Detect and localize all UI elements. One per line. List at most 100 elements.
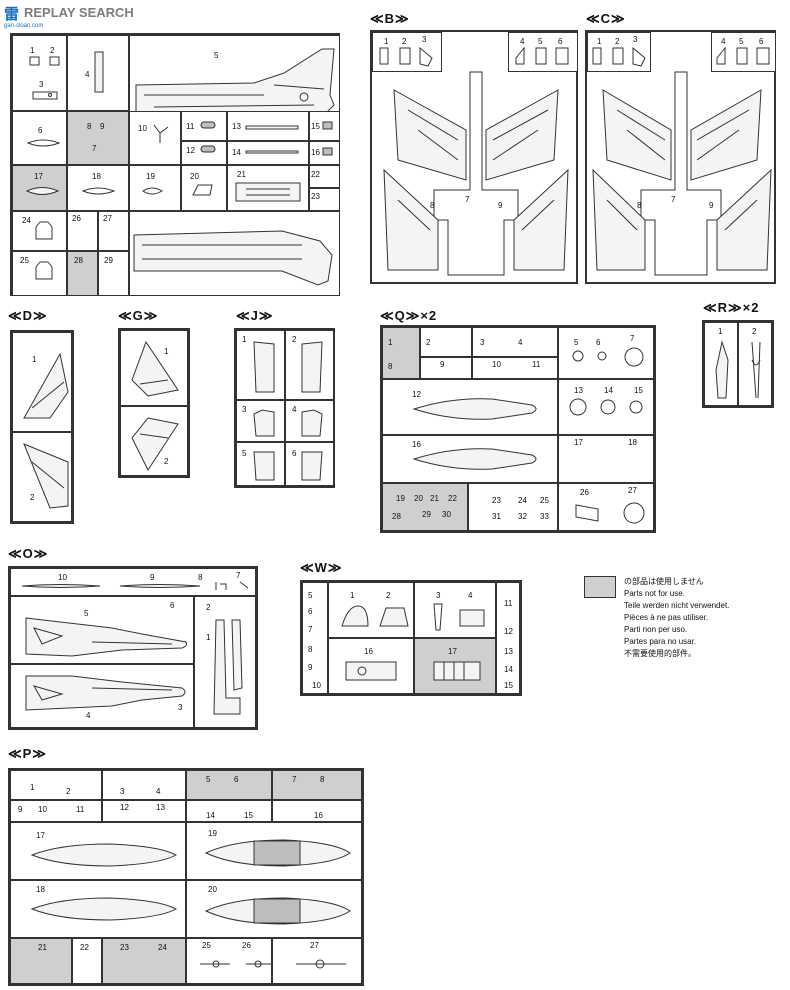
part-number: 7: [236, 571, 241, 580]
part-number: 11: [76, 805, 85, 814]
part-number: 1: [388, 338, 393, 347]
part-number: 12: [412, 390, 421, 399]
part-number: 8: [637, 201, 642, 210]
sprue-a-cell: [12, 211, 67, 251]
sprue-p: 1 2 3 4 5 6 7 8 9 10 11 12 13 14 15 16 1…: [8, 768, 364, 986]
part-number: 7: [92, 144, 97, 153]
part-number: 9: [18, 805, 23, 814]
part-number: 26: [580, 488, 589, 497]
sprue-q-cell: [420, 357, 472, 379]
part-number: 1: [206, 633, 211, 642]
sprue-a-cell: [309, 141, 340, 165]
part-number: 2: [50, 46, 55, 55]
sprue-q-cell: [558, 483, 654, 531]
part-number: 4: [721, 37, 726, 46]
part-shape: [200, 959, 346, 969]
part-number: 23: [120, 943, 129, 952]
part-number: 5: [214, 51, 219, 60]
part-number: 2: [30, 493, 35, 502]
part-shape: [379, 46, 433, 67]
part-number: 1: [718, 327, 723, 336]
part-shape: [572, 347, 644, 367]
part-number: 23: [311, 192, 320, 201]
part-number: 6: [308, 607, 313, 616]
part-number: 9: [440, 360, 445, 369]
part-shape: [23, 443, 69, 509]
part-shape: [715, 340, 729, 399]
part-shape: [245, 150, 299, 154]
part-number: 1: [30, 783, 35, 792]
part-number: 3: [633, 35, 638, 44]
part-shape: [245, 125, 299, 130]
part-number: 13: [574, 386, 583, 395]
part-shape: [751, 341, 761, 399]
part-number: 21: [237, 170, 246, 179]
sprue-p-cell-unused: [272, 770, 362, 800]
sprue-a-cell: [98, 211, 129, 251]
part-shape: [592, 46, 646, 67]
part-number: 4: [156, 787, 161, 796]
part-number: 12: [504, 627, 513, 636]
part-number: 33: [540, 512, 549, 521]
part-number: 9: [100, 122, 105, 131]
sprue-p-cell: [10, 770, 102, 800]
part-number: 16: [412, 440, 421, 449]
part-number: 3: [120, 787, 125, 796]
sprue-a: 1 2 3 4 5 6 8 9 7 10 11 12 13 14 15 16 1…: [10, 33, 340, 296]
part-number: 17: [574, 438, 583, 447]
part-shape: [200, 145, 216, 153]
part-number: 5: [574, 338, 579, 347]
sprue-q-cell: [468, 483, 558, 531]
part-number: 14: [232, 148, 241, 157]
fuel-tank: [30, 843, 178, 867]
sprue-j: 1 2 3 4 5 6: [234, 328, 335, 488]
part-number: 10: [38, 805, 47, 814]
sprue-w-cell: [496, 582, 520, 694]
sprue-o-title: ≪O≫: [8, 546, 49, 561]
sprue-a-cell: [12, 111, 67, 165]
part-number: 7: [671, 195, 676, 204]
sprue-w-title: ≪W≫: [300, 560, 343, 575]
part-number: 1: [384, 37, 389, 46]
part-shape: [322, 147, 333, 156]
part-number: 12: [120, 803, 129, 812]
sprue-p-cell: [10, 800, 102, 822]
sprue-p-cell: [102, 800, 186, 822]
part-shape: [569, 398, 643, 416]
part-number: 25: [540, 496, 549, 505]
part-shape: [716, 46, 770, 65]
wing-sprue: [383, 71, 569, 276]
part-number: 1: [242, 335, 247, 344]
part-number: 22: [311, 170, 320, 179]
part-number: 15: [244, 811, 253, 820]
sprue-q: 1 8 2 9 3 4 10 11 5 6 7 12 13 14 15 16 1…: [380, 325, 656, 533]
sprue-r-title: ≪R≫×2: [703, 300, 760, 315]
sprue-q-cell: [558, 379, 654, 435]
part-number: 1: [164, 347, 169, 356]
part-number: 27: [103, 214, 112, 223]
sprue-a-cell-unused: [67, 251, 98, 296]
part-number: 11: [532, 360, 541, 369]
part-shape: [575, 502, 645, 524]
sprue-a-cell: [67, 211, 98, 251]
part-number: 31: [492, 512, 501, 521]
legend-line-it: Parti non per uso.: [624, 625, 688, 634]
part-number: 5: [308, 591, 313, 600]
part-number: 18: [36, 885, 45, 894]
part-number: 21: [430, 494, 439, 503]
sprue-a-cell: [309, 165, 340, 188]
part-number: 27: [628, 486, 637, 495]
sprue-g: 1 2: [118, 328, 190, 478]
part-number: 1: [30, 46, 35, 55]
sprue-a-cell-unused: [67, 111, 129, 165]
sprue-p-cell-unused: [10, 938, 72, 984]
part-number: 6: [38, 126, 43, 135]
part-number: 17: [448, 647, 457, 656]
part-number: 4: [468, 591, 473, 600]
part-number: 24: [518, 496, 527, 505]
sprue-q-cell-unused: [382, 327, 420, 379]
part-number: 20: [190, 172, 199, 181]
part-shape: [345, 661, 397, 681]
part-number: 9: [709, 201, 714, 210]
part-number: 21: [38, 943, 47, 952]
